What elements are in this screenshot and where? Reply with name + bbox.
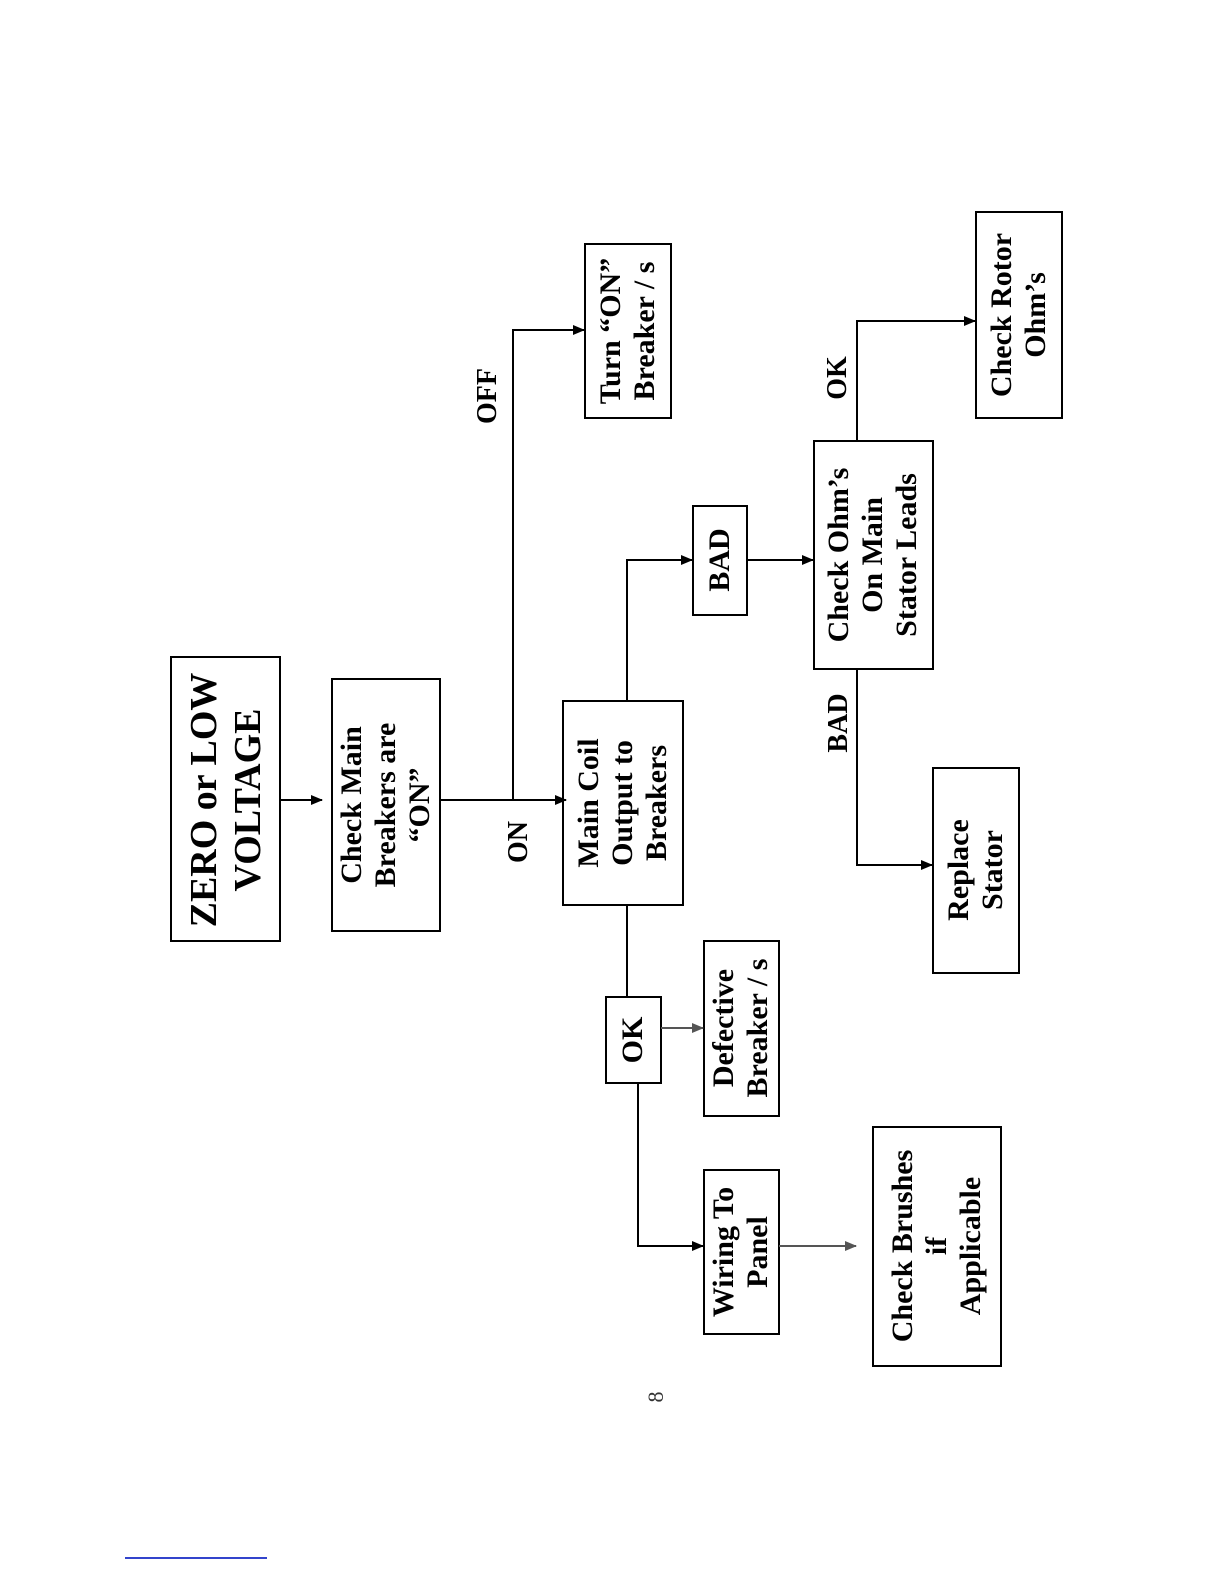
edge-ok-to-wiring bbox=[638, 1083, 703, 1246]
edge-off-branch bbox=[513, 330, 584, 800]
edge-stator-to-replace bbox=[857, 669, 932, 865]
edge-stator-to-rotor bbox=[857, 321, 975, 441]
edge-label-on: ON bbox=[504, 821, 534, 863]
edge-coil-to-bad bbox=[627, 560, 692, 701]
edge-label-bad-replace: BAD bbox=[824, 693, 854, 752]
turn-on-label: Turn “ON”Breaker / s bbox=[594, 258, 662, 404]
bad-label: BAD bbox=[703, 528, 737, 591]
page-number: 8 bbox=[643, 1392, 669, 1403]
edge-label-ok-rotor: OK bbox=[823, 356, 853, 400]
edge-label-off: OFF bbox=[473, 368, 503, 424]
footnote-rule bbox=[125, 1557, 267, 1559]
ok-label: OK bbox=[616, 1017, 650, 1064]
